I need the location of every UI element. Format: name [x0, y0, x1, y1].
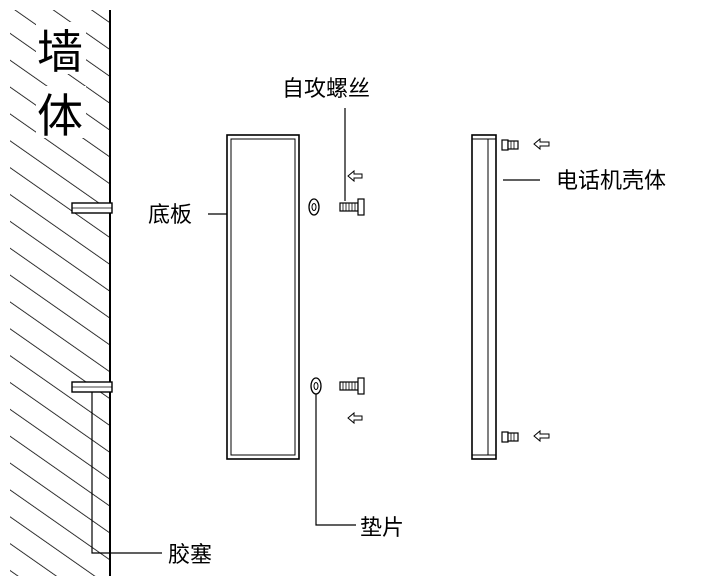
anchor-label: 胶塞: [168, 543, 212, 568]
anchor-top: [71, 202, 113, 214]
washer-label: 垫片: [360, 516, 404, 541]
base-plate: [226, 134, 300, 460]
screw-top-left: [339, 198, 365, 216]
wall-label-char-1: 墙: [37, 25, 83, 79]
arrow-left-icon: [533, 137, 550, 151]
anchor-bottom: [71, 381, 113, 393]
phone-housing-label: 电话机壳体: [556, 169, 666, 194]
wall-label-char-2: 体: [37, 89, 83, 143]
arrow-left-icon: [347, 169, 363, 183]
screw-top-right: [501, 139, 519, 151]
base-plate-label: 底板: [148, 203, 192, 228]
washer-leader-line: [315, 394, 356, 526]
screw-bottom-left: [339, 377, 365, 395]
phone-housing: [471, 134, 497, 460]
arrow-left-icon: [347, 411, 363, 425]
arrow-left-icon: [533, 429, 550, 443]
screw-bottom-right: [501, 431, 519, 443]
self-tapping-screw-label: 自攻螺丝: [282, 77, 370, 102]
anchor-leader-line: [91, 392, 162, 554]
washer-bottom: [310, 377, 322, 395]
washer-top: [308, 198, 320, 216]
